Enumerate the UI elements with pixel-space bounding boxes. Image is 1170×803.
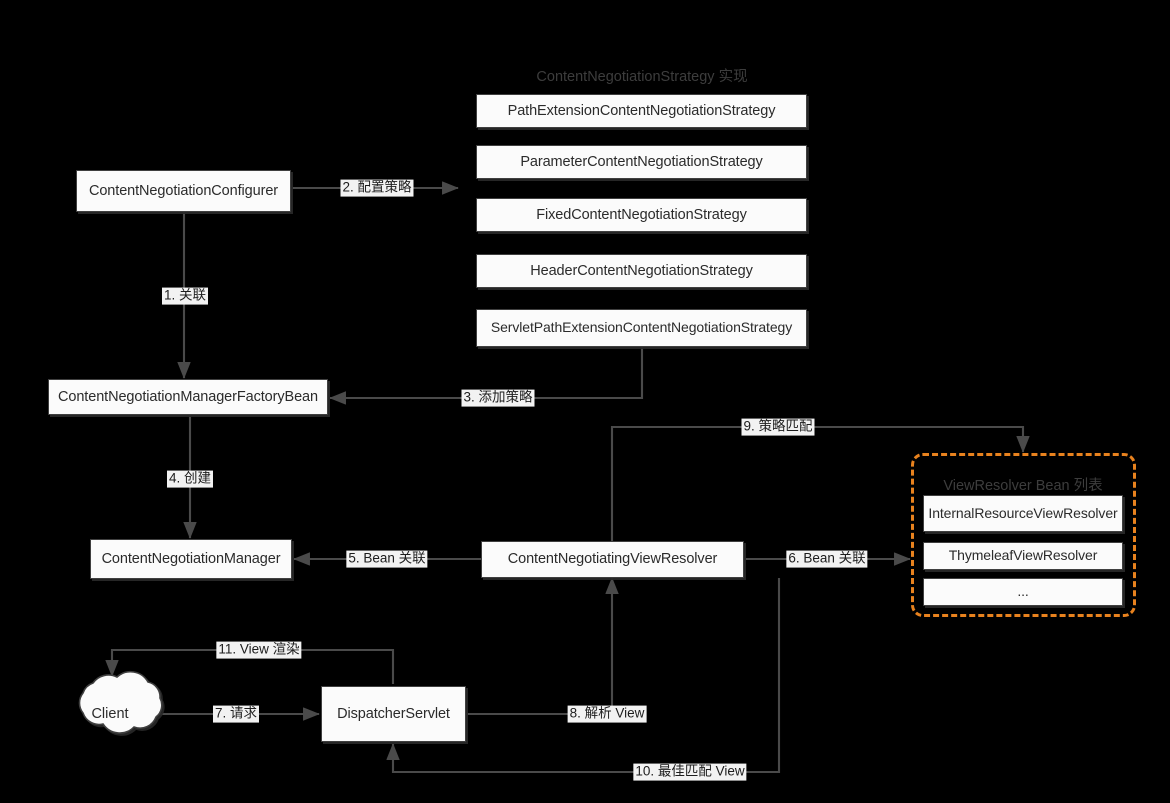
- edge-10-line: [386, 578, 781, 774]
- edge-label-6: 6. Bean 关联: [786, 550, 868, 568]
- edge-label-10: 10. 最佳匹配 View: [633, 763, 747, 781]
- edge-9-line: [610, 425, 1030, 541]
- view-resolver-bean-group: [911, 453, 1136, 617]
- node-strategy-fixed[interactable]: FixedContentNegotiationStrategy: [476, 198, 807, 232]
- node-content-negotiation-manager-factory-bean[interactable]: ContentNegotiationManagerFactoryBean: [48, 379, 328, 415]
- node-strategy-path-extension[interactable]: PathExtensionContentNegotiationStrategy: [476, 94, 807, 128]
- node-content-negotiation-configurer[interactable]: ContentNegotiationConfigurer: [76, 170, 291, 212]
- node-other-view-resolver[interactable]: ...: [923, 578, 1123, 606]
- edge-label-7: 7. 请求: [212, 705, 260, 723]
- node-internal-resource-view-resolver[interactable]: InternalResourceViewResolver: [923, 495, 1123, 532]
- edge-3-line: [329, 341, 644, 405]
- edge-8-line: [466, 577, 619, 716]
- node-strategy-servlet-path-extension[interactable]: ServletPathExtensionContentNegotiationSt…: [476, 309, 807, 347]
- edge-label-8: 8. 解析 View: [567, 705, 647, 723]
- client-cloud-shape: [78, 670, 163, 734]
- node-thymeleaf-view-resolver[interactable]: ThymeleafViewResolver: [923, 542, 1123, 570]
- strategy-group-title: ContentNegotiationStrategy 实现: [536, 69, 748, 85]
- edge-label-3: 3. 添加策略: [461, 389, 535, 407]
- node-strategy-parameter[interactable]: ParameterContentNegotiationStrategy: [476, 145, 807, 179]
- node-client-label: Client: [91, 706, 129, 722]
- edge-label-2: 2. 配置策略: [340, 179, 414, 197]
- edge-label-5: 5. Bean 关联: [346, 550, 428, 568]
- node-content-negotiation-manager[interactable]: ContentNegotiationManager: [90, 539, 292, 579]
- node-dispatcher-servlet[interactable]: DispatcherServlet: [321, 686, 466, 742]
- edge-label-11: 11. View 渲染: [216, 641, 302, 659]
- node-strategy-header[interactable]: HeaderContentNegotiationStrategy: [476, 254, 807, 288]
- node-content-negotiating-view-resolver[interactable]: ContentNegotiatingViewResolver: [481, 541, 744, 578]
- edge-label-9: 9. 策略匹配: [741, 418, 815, 436]
- view-resolver-group-title: ViewResolver Bean 列表: [943, 478, 1103, 494]
- edge-label-4: 4. 创建: [166, 470, 214, 488]
- edge-label-1: 1. 关联: [161, 287, 209, 305]
